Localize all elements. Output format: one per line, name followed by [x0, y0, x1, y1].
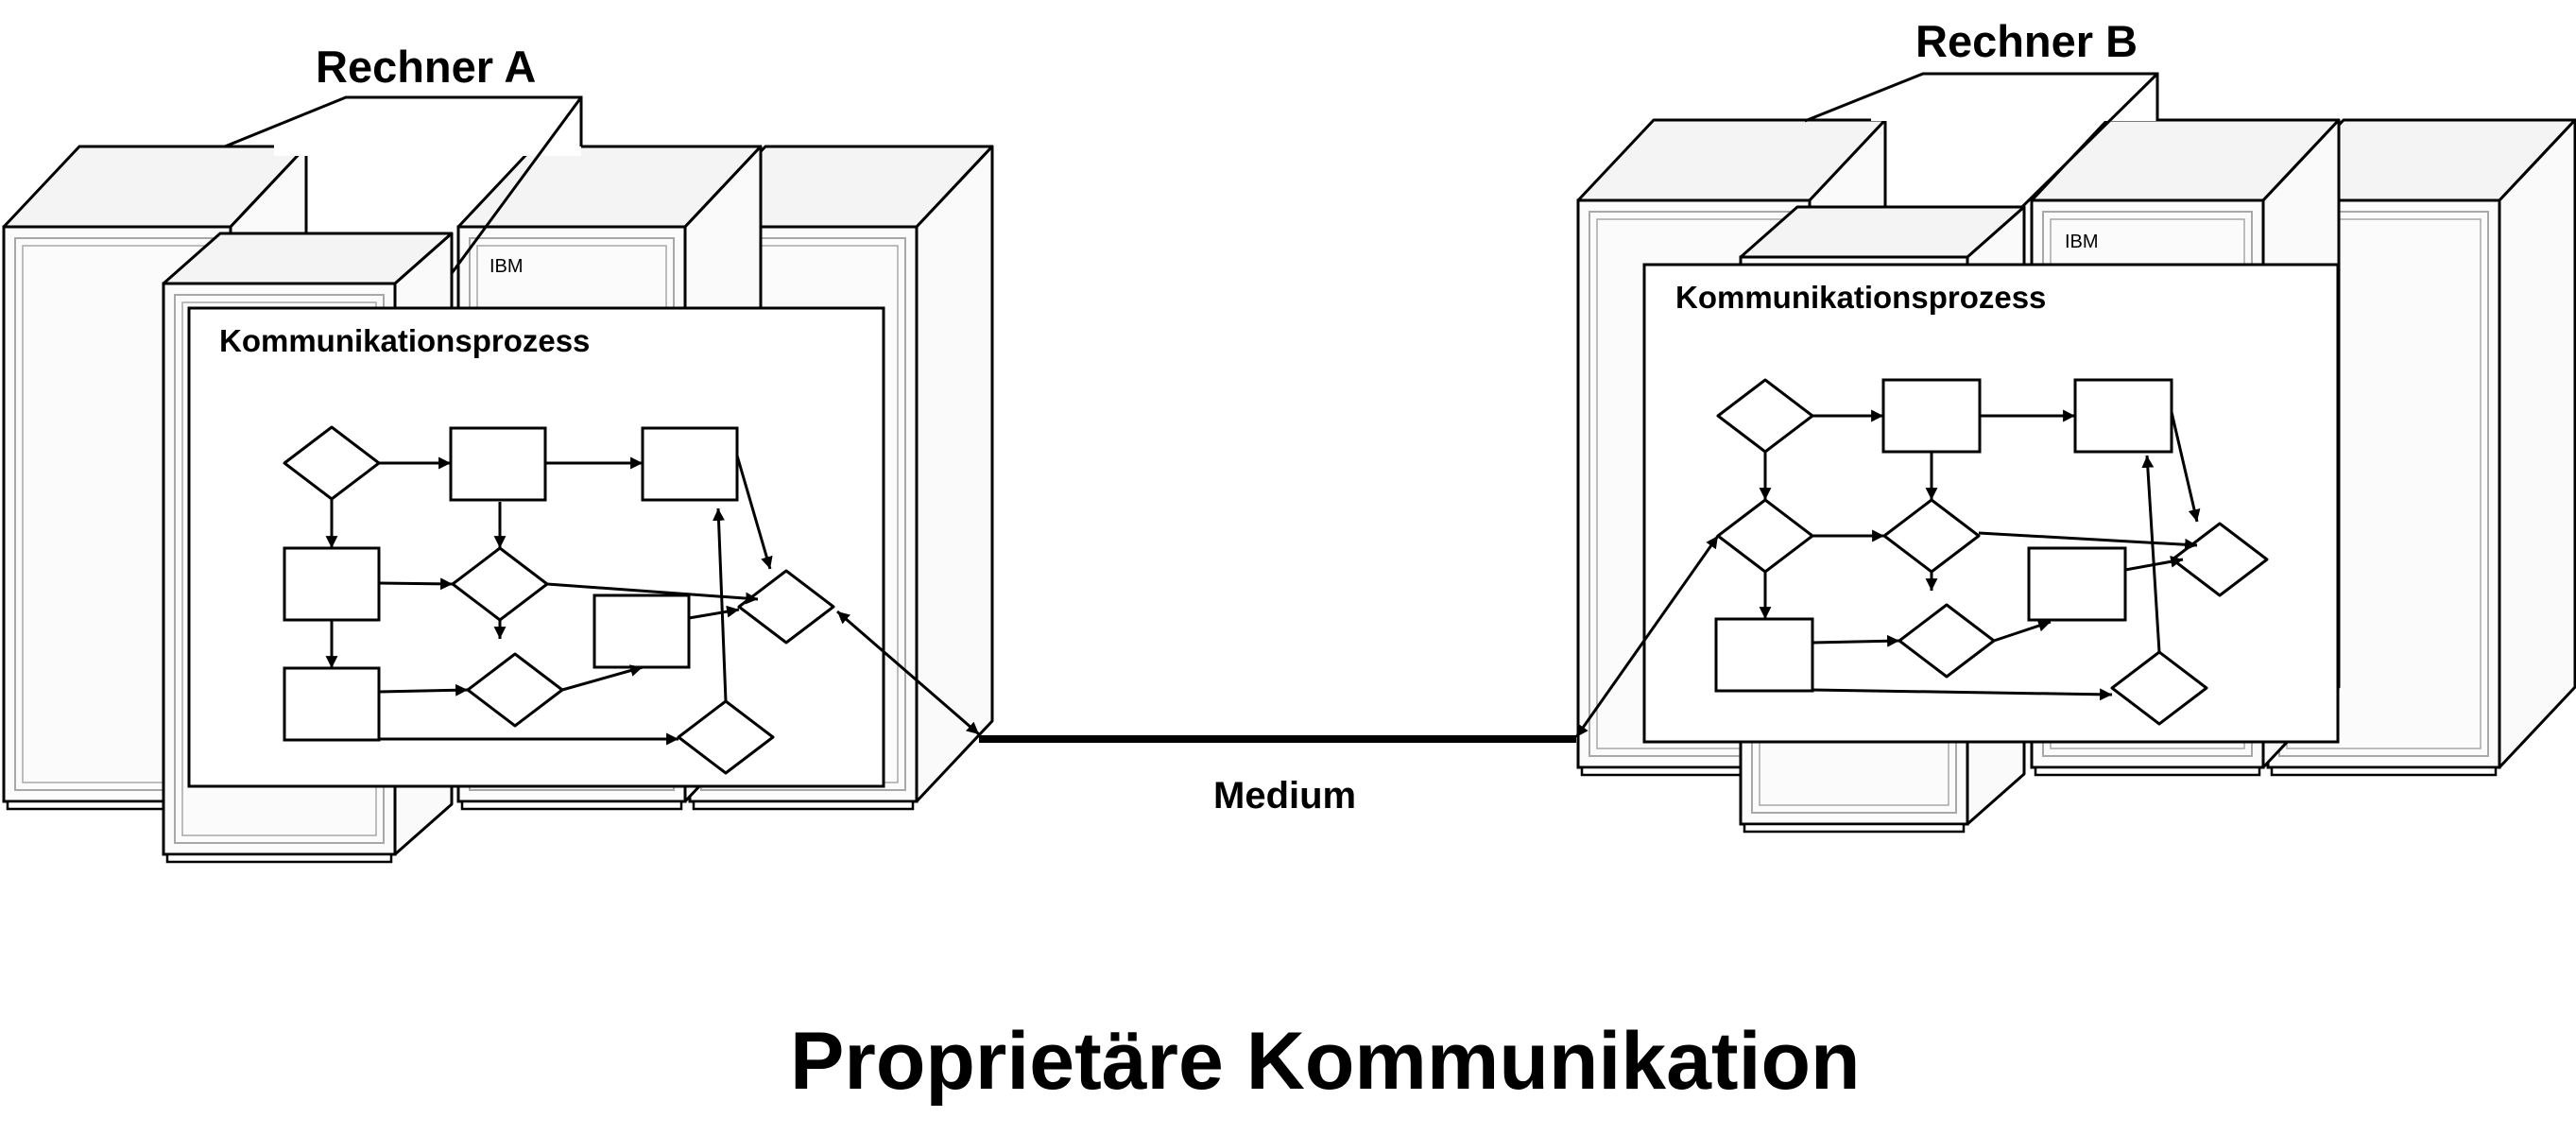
computer-b-flow-arrow: [1993, 619, 2052, 643]
computer-b-process-box: [1881, 378, 1982, 454]
computer-b-decision-diamond: [1882, 498, 1981, 574]
computer-b-flowchart: [1714, 378, 2269, 726]
computer-b-top-module: [1871, 74, 2157, 121]
computer-b-flow-arrow: [1812, 688, 2113, 701]
computer-a-flow-arrow: [735, 455, 773, 570]
cabinet-base: [1743, 822, 1966, 834]
computer-a-decision-diamond: [677, 699, 775, 775]
computer-a-top-module: [274, 97, 581, 156]
cabinet-side: [915, 145, 994, 803]
computer-a: [2, 95, 994, 864]
connection-arrow-a: [836, 610, 980, 736]
computer-a-top-module-edge: [442, 96, 583, 284]
cabinet-base: [165, 852, 393, 864]
computer-a-process-box: [641, 426, 739, 502]
computer-b-process-box: [1714, 617, 1814, 693]
connection-arrow-b: [1574, 535, 1720, 738]
computer-a-flow-arrow: [378, 577, 454, 591]
medium-label: Medium: [1213, 775, 1357, 817]
computer-b-flow-arrow: [2141, 455, 2161, 653]
computer-a-top-module-edge: [224, 95, 583, 148]
computer-a-decision-diamond: [737, 569, 835, 645]
cabinet-base: [2270, 765, 2498, 777]
computer-b-top-module-edge: [1804, 72, 2159, 123]
computer-a-flow-arrow: [561, 664, 644, 692]
computer-a-flow-arrow: [688, 605, 740, 620]
computer-b-decision-diamond: [2110, 650, 2208, 726]
computer-b-flow-arrow: [2170, 411, 2201, 523]
cabinet-base: [692, 800, 915, 811]
computer-a-process-box: [449, 426, 547, 502]
computer-a-process-box: [592, 593, 691, 669]
computer-b-process-label: Kommunikationsprozess: [1675, 280, 2047, 315]
computer-a-process-box: [283, 546, 381, 622]
cabinet-base: [460, 800, 683, 811]
computer-a-label: Rechner A: [316, 42, 537, 92]
computer-b-process-box: [2073, 378, 2173, 454]
computer-b: [1576, 72, 2576, 834]
computer-a-brand-label: IBM: [489, 256, 524, 277]
computer-a-flow-arrow: [713, 507, 728, 702]
computer-a-flowchart: [283, 425, 835, 775]
computer-a-process-box: [283, 666, 381, 742]
computer-b-brand-label: IBM: [2065, 232, 2099, 252]
computer-a-flow-arrow: [378, 683, 469, 696]
computer-a-process-label: Kommunikationsprozess: [219, 323, 591, 358]
diagram-title: Proprietäre Kommunikation: [790, 1016, 1861, 1107]
cabinet-base: [2034, 765, 2261, 777]
cabinet-side: [2498, 118, 2576, 769]
computer-b-label: Rechner B: [1915, 16, 2138, 66]
computer-b-process-box: [2027, 546, 2127, 622]
computer-b-flow-arrow: [1812, 634, 1900, 647]
computer-b-flow-arrow: [1978, 531, 2198, 551]
